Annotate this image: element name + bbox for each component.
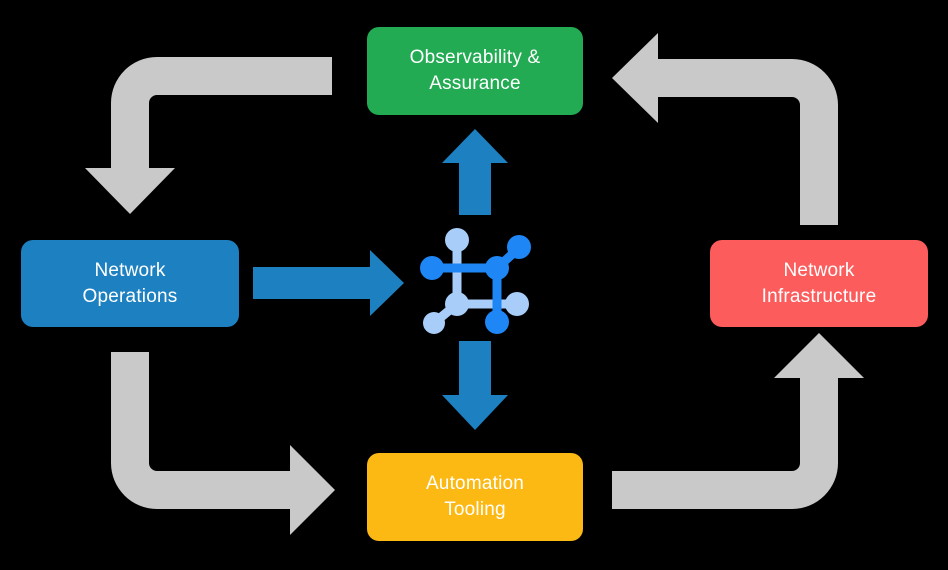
node-network-operations[interactable]: Network Operations: [21, 240, 239, 327]
connector-center-to-automation: [442, 341, 508, 430]
connector-observability-to-operations: [85, 57, 332, 214]
connector-infrastructure-to-observability: [612, 33, 838, 225]
connector-center-to-observability: [442, 129, 508, 215]
connector-operations-to-center: [253, 250, 404, 316]
connector-automation-to-infrastructure: [612, 333, 864, 509]
node-observability-assurance[interactable]: Observability & Assurance: [367, 27, 583, 115]
network-topology-icon: [420, 228, 531, 334]
node-automation-tooling[interactable]: Automation Tooling: [367, 453, 583, 541]
connector-operations-to-automation: [111, 352, 335, 535]
node-network-infrastructure[interactable]: Network Infrastructure: [710, 240, 928, 327]
